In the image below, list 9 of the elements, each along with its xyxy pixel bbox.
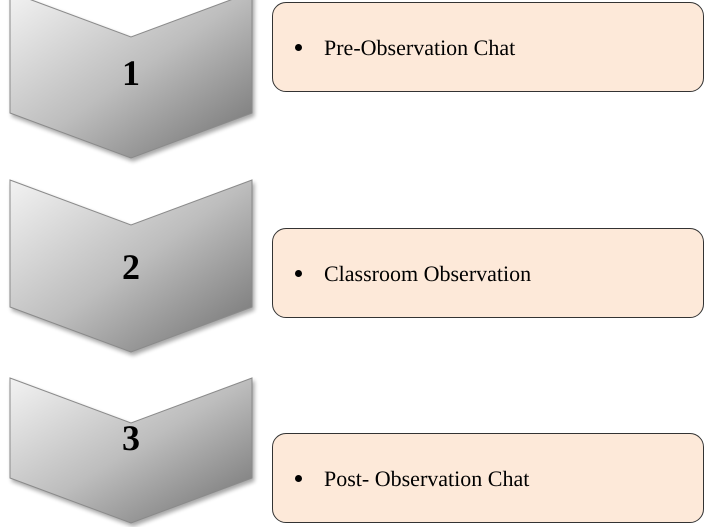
step-number: 2 xyxy=(122,249,140,285)
step-box xyxy=(272,2,704,92)
step-number: 3 xyxy=(122,420,140,456)
step-label: Post- Observation Chat xyxy=(324,464,530,492)
step-label: Classroom Observation xyxy=(324,260,532,288)
step-number: 1 xyxy=(122,55,140,91)
step-box xyxy=(272,228,704,318)
step-box xyxy=(272,433,704,523)
step-label: Pre-Observation Chat xyxy=(324,34,516,62)
